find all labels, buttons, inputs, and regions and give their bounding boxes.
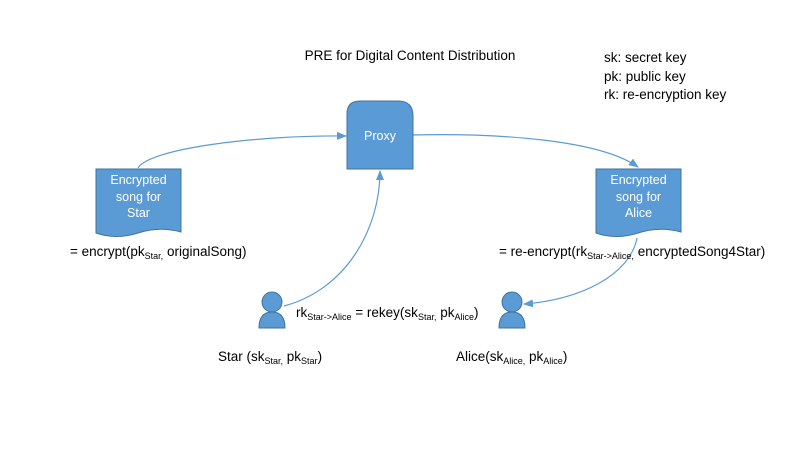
document-text-line: Encrypted [110, 173, 167, 187]
arrow-star-to-proxy-rekey [283, 170, 384, 307]
encrypt-formula-text: originalSong) [163, 244, 247, 259]
document-text-line: song for [615, 189, 662, 204]
legend-item-pk: pk: public key [604, 68, 686, 84]
rekey-formula-sub: Star, [417, 312, 437, 322]
reencrypt-formula-text: encryptedSong4Star) [633, 244, 766, 259]
legend: sk: secret key pk: public key rk: re-enc… [604, 49, 726, 105]
encrypt-formula-text: = encrypt(pk [70, 244, 145, 259]
rekey-formula: rkStar->Alice = rekey(skStar, pkAlice) [296, 305, 479, 322]
rekey-formula-sub: Alice [454, 312, 474, 322]
document-shape-star [95, 168, 182, 237]
diagram-title: PRE for Digital Content Distribution [304, 48, 516, 63]
rekey-formula-text: pk [436, 305, 455, 320]
document-text-line: Star [127, 206, 150, 220]
arrow-proxy-to-alice-song [411, 134, 639, 168]
document-text-line: song for [115, 189, 162, 204]
reencrypt-formula-sub: Star->Alice, [587, 251, 634, 261]
star-label-text: ) [317, 349, 323, 364]
reencrypt-formula: = re-encrypt(rkStar->Alice, encryptedSon… [499, 244, 766, 261]
alice-label: Alice(skAlice, pkAlice) [456, 349, 568, 366]
legend-item-sk: sk: secret key [604, 50, 687, 65]
star-label-sub: Star [301, 356, 318, 366]
reencrypt-formula-text: = re-encrypt(rk [499, 244, 588, 259]
proxy-box [346, 100, 414, 170]
rekey-formula-text: ) [473, 305, 479, 320]
alice-label-text: pk [525, 349, 544, 364]
document-shape-alice [595, 168, 682, 237]
star-label-sub: Star, [264, 356, 284, 366]
encrypt-formula: = encrypt(pkStar, originalSong) [70, 244, 247, 261]
document-text-line: Alice [624, 206, 653, 220]
person-icon [258, 291, 286, 329]
rekey-formula-sub: Star->Alice [307, 312, 352, 322]
alice-label-text: ) [562, 349, 568, 364]
rekey-formula-text: rk [296, 305, 308, 320]
encrypt-formula-sub: Star, [144, 251, 164, 261]
alice-label-text: Alice(sk [456, 349, 504, 364]
rekey-formula-text: = rekey(sk [351, 305, 418, 320]
legend-item-rk: rk: re-encryption key [604, 87, 727, 102]
document-text-line: Encrypted [610, 173, 667, 187]
arrow-star-song-to-proxy [137, 131, 347, 169]
proxy-label: Proxy [364, 129, 396, 143]
star-label: Star (skStar, pkStar) [218, 349, 323, 366]
alice-label-sub: Alice [543, 356, 563, 366]
arrow-alice-song-to-alice [523, 237, 638, 308]
alice-label-sub: Alice, [503, 356, 526, 366]
star-label-text: Star (sk [218, 349, 265, 364]
document-text-star: Encrypted song for Star [96, 172, 181, 222]
star-label-text: pk [283, 349, 302, 364]
person-icon [498, 291, 526, 329]
document-text-alice: Encrypted song for Alice [596, 172, 681, 222]
